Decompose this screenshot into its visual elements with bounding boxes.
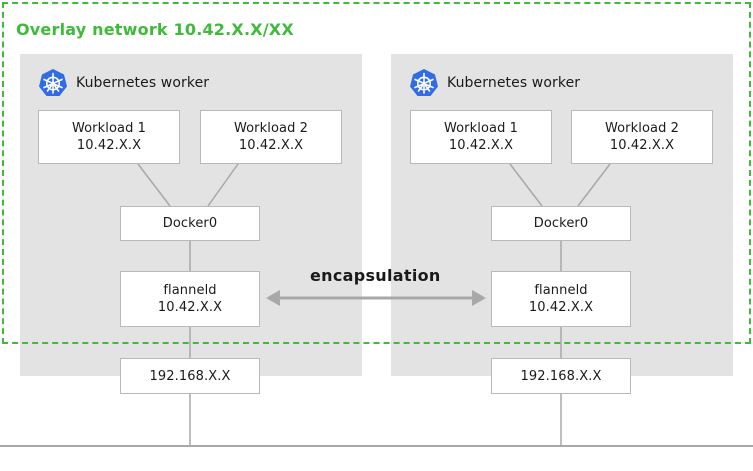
connector-workload1-docker0-left bbox=[137, 163, 171, 207]
workload-name: Workload 1 bbox=[443, 121, 519, 136]
flanneld-ip: 10.42.X.X bbox=[157, 300, 223, 315]
workload-ip: 10.42.X.X bbox=[76, 138, 142, 153]
flanneld-ip: 10.42.X.X bbox=[528, 300, 594, 315]
flanneld-name: flanneld bbox=[163, 283, 217, 298]
workload-name: Workload 2 bbox=[604, 121, 680, 136]
connector-workload2-docker0-left bbox=[207, 163, 239, 207]
host-ip: 192.168.X.X bbox=[520, 368, 602, 384]
workload-name: Workload 2 bbox=[233, 121, 309, 136]
host-ip-left: 192.168.X.X bbox=[120, 358, 260, 394]
connector-workload2-docker0-right bbox=[577, 163, 611, 207]
worker-title-text: Kubernetes worker bbox=[76, 75, 210, 91]
host-ip-right: 192.168.X.X bbox=[491, 358, 631, 394]
workload-1-left: Workload 1 10.42.X.X bbox=[38, 110, 180, 164]
worker-title-text: Kubernetes worker bbox=[447, 75, 581, 91]
bridge-name: Docker0 bbox=[162, 216, 218, 231]
workload-name: Workload 1 bbox=[71, 121, 147, 136]
encapsulation-label: encapsulation bbox=[310, 266, 441, 285]
kubernetes-icon bbox=[409, 68, 439, 98]
workload-1-right: Workload 1 10.42.X.X bbox=[410, 110, 552, 164]
flanneld-right: flanneld 10.42.X.X bbox=[491, 271, 631, 327]
docker0-bridge-right: Docker0 bbox=[491, 206, 631, 241]
connector-workload1-docker0-right bbox=[509, 163, 543, 207]
docker0-bridge-left: Docker0 bbox=[120, 206, 260, 241]
flanneld-name: flanneld bbox=[534, 283, 588, 298]
encapsulation-arrow bbox=[266, 290, 486, 306]
workload-ip: 10.42.X.X bbox=[238, 138, 304, 153]
flanneld-left: flanneld 10.42.X.X bbox=[120, 271, 260, 327]
bridge-name: Docker0 bbox=[533, 216, 589, 231]
overlay-network-label: Overlay network 10.42.X.X/XX bbox=[16, 20, 294, 39]
worker-title-left: Kubernetes worker bbox=[38, 68, 209, 98]
workload-2-left: Workload 2 10.42.X.X bbox=[200, 110, 342, 164]
worker-title-right: Kubernetes worker bbox=[409, 68, 580, 98]
workload-2-right: Workload 2 10.42.X.X bbox=[571, 110, 713, 164]
kubernetes-icon bbox=[38, 68, 68, 98]
workload-ip: 10.42.X.X bbox=[609, 138, 675, 153]
host-ip: 192.168.X.X bbox=[149, 368, 231, 384]
workload-ip: 10.42.X.X bbox=[448, 138, 514, 153]
